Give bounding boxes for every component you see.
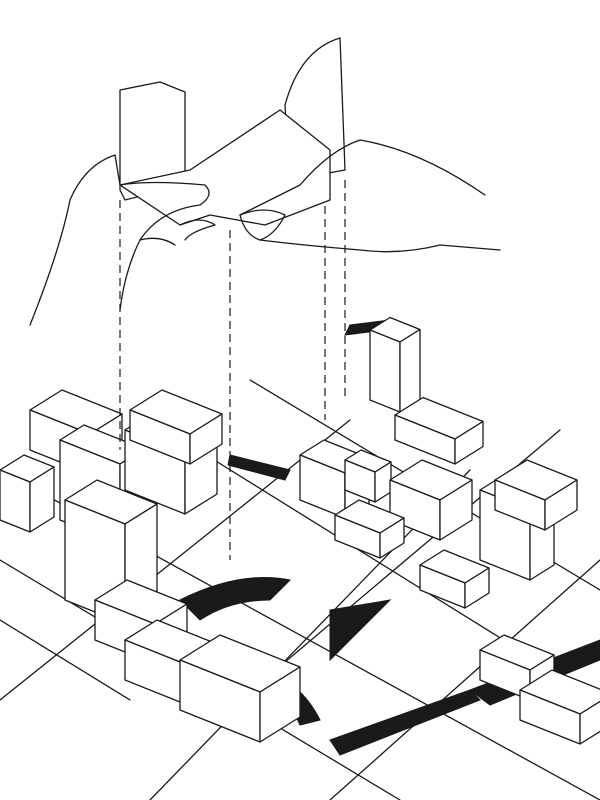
building-face [544, 479, 578, 531]
street-edge [329, 559, 600, 800]
dark-area [329, 599, 392, 662]
building [394, 396, 484, 465]
building-face [579, 700, 600, 745]
building [519, 669, 600, 745]
right-hand-thumb [239, 209, 286, 241]
building [334, 499, 405, 559]
dark-area [227, 454, 291, 481]
building-face [464, 567, 490, 609]
building-face [439, 479, 473, 541]
dark-hatched-areas [179, 319, 600, 756]
street-edge [0, 619, 131, 701]
building-face [189, 413, 223, 465]
building-face [369, 329, 401, 413]
building-face [454, 420, 484, 465]
dark-area [329, 689, 481, 756]
city-blocks [0, 316, 600, 745]
building [369, 316, 421, 413]
building [179, 634, 301, 743]
building-face [379, 517, 405, 559]
building [344, 449, 392, 503]
building [419, 549, 490, 609]
hands-lifting-model [29, 37, 501, 326]
street-edge [0, 419, 351, 701]
building [0, 454, 55, 533]
building-face [399, 328, 421, 413]
building [129, 389, 223, 465]
building-face [259, 666, 301, 743]
building [494, 459, 578, 531]
dark-area [179, 577, 292, 621]
right-hand [239, 139, 501, 253]
left-hand-fingers [139, 219, 216, 246]
projection-dashed-lines [119, 50, 346, 560]
building-face [29, 466, 55, 533]
